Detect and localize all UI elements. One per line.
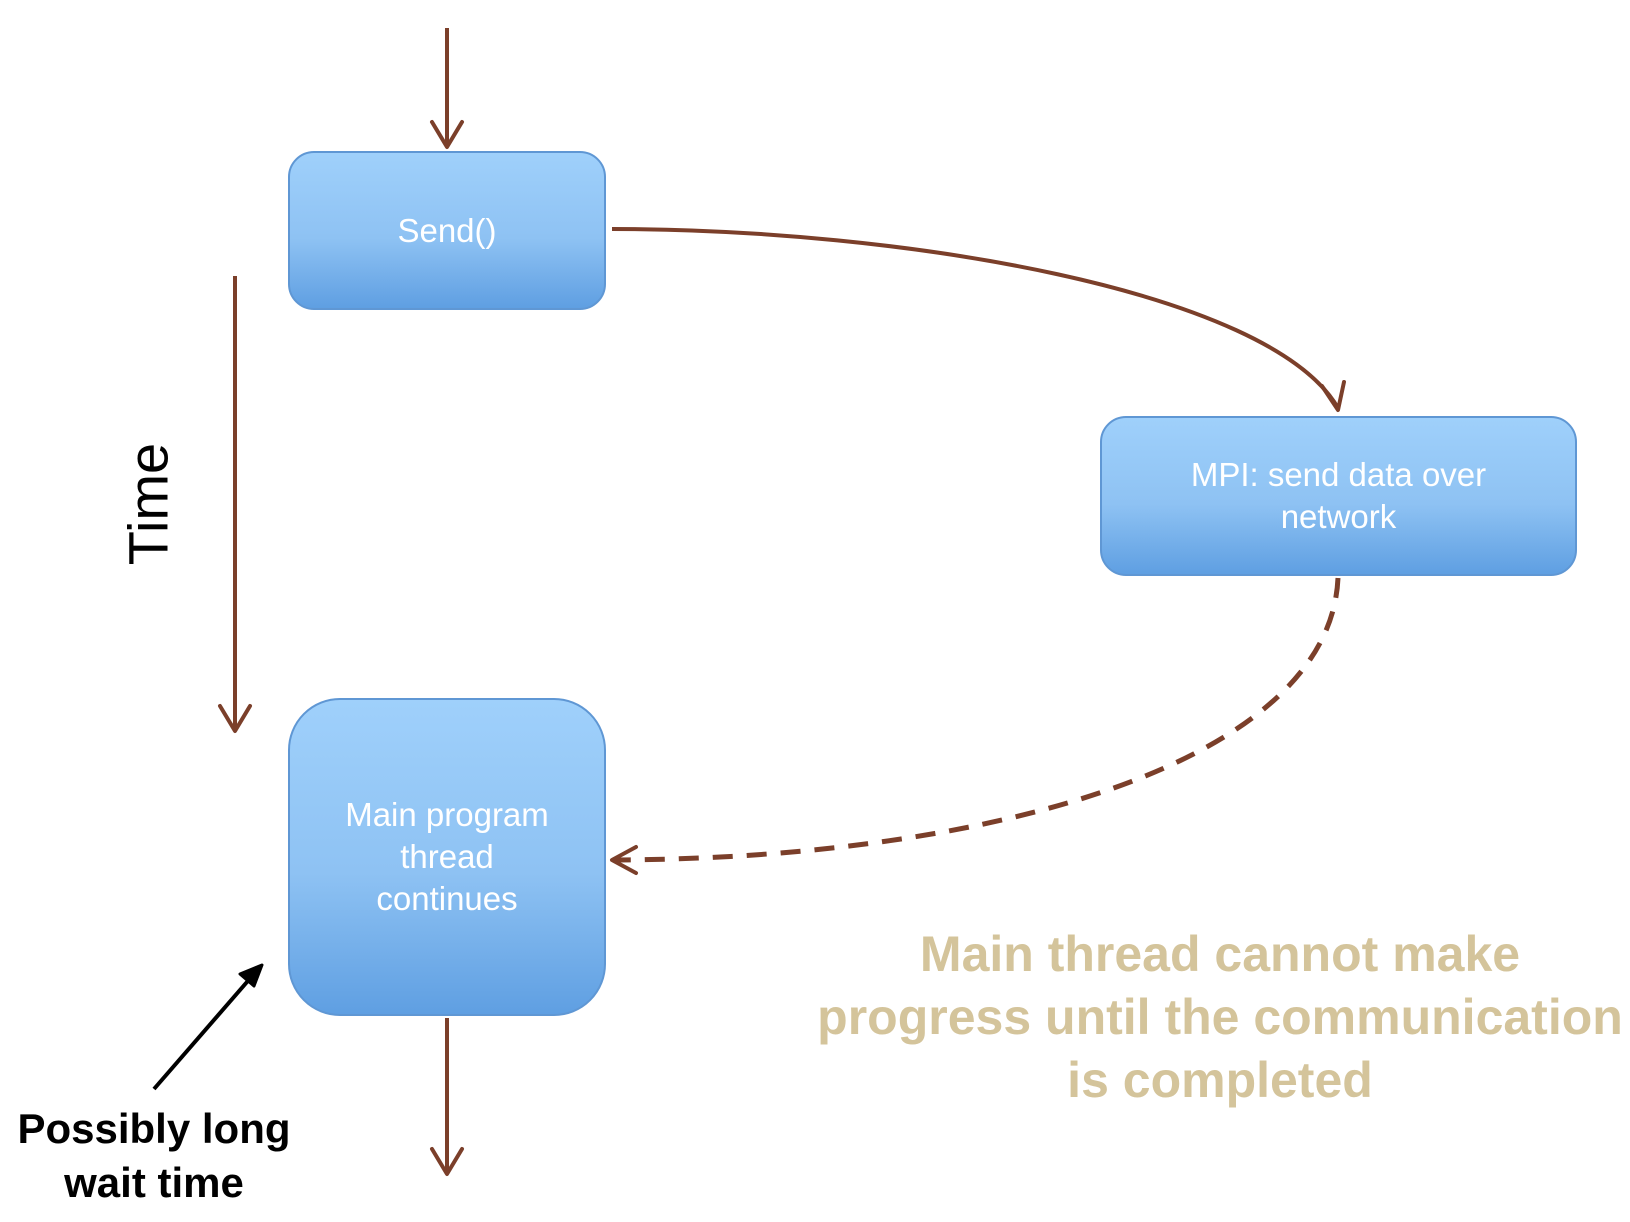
send-to-mpi-arrow (611, 227, 1346, 412)
main-thread-node-label: Main program thread continues (345, 796, 549, 917)
incoming-arrow (430, 28, 464, 149)
main-thread-node: Main program thread continues (288, 698, 606, 1016)
wait-time-label: Possibly long wait time (17, 1105, 291, 1206)
send-node: Send() (288, 151, 606, 310)
outgoing-arrow (430, 1018, 464, 1176)
mpi-node-label: MPI: send data over network (1190, 456, 1487, 535)
mpi-return-arrow (610, 577, 1341, 875)
blocking-note: Main thread cannot make progress until t… (817, 926, 1623, 1108)
time-label: Time (116, 442, 180, 566)
send-node-label: Send() (397, 211, 497, 249)
time-axis-arrow (218, 276, 252, 733)
mpi-node: MPI: send data over network (1100, 416, 1577, 576)
wait-pointer-arrow (152, 963, 264, 1091)
